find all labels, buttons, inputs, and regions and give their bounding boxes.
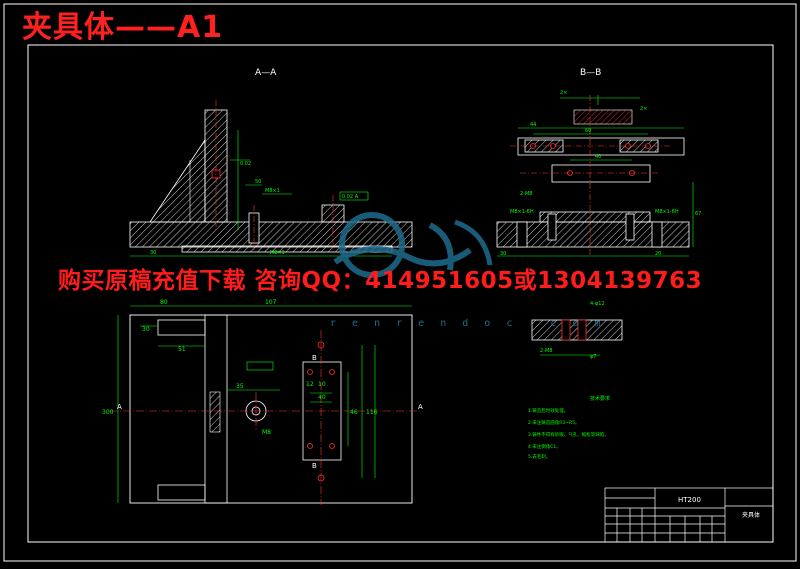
svg-text:2×: 2× [640, 106, 647, 112]
note-item: 3.铸件不得有砂眼、气孔、缩松等缺陷。 [528, 431, 609, 438]
svg-text:4-φ12: 4-φ12 [590, 301, 605, 307]
inner-frame [27, 44, 774, 543]
svg-text:40: 40 [595, 154, 601, 160]
section-aa-label: A—A [255, 68, 277, 78]
cut-a-left: A [117, 403, 122, 411]
svg-text:50: 50 [255, 179, 261, 185]
svg-text:M8×1-6H: M8×1-6H [655, 209, 679, 215]
svg-text:30: 30 [500, 251, 506, 257]
svg-text:2-M8: 2-M8 [520, 191, 532, 197]
svg-text:φ7: φ7 [590, 354, 596, 360]
dim-10: 10 [318, 381, 326, 388]
svg-text:20: 20 [655, 251, 661, 257]
cut-b-bottom: B [312, 462, 317, 470]
svg-text:67: 67 [695, 211, 701, 217]
note-item: 1.铸造后时效处理。 [528, 407, 568, 414]
promo-watermark: 购买原稿充值下载 咨询QQ：414951605或1304139763 [58, 268, 703, 294]
watermark-logo [333, 212, 493, 278]
svg-text:0.02: 0.02 [240, 161, 251, 167]
title-block [604, 487, 774, 543]
svg-text:2-M8: 2-M8 [540, 348, 552, 354]
dim-height: 300 [102, 409, 114, 416]
dim-12: 12 [306, 381, 314, 388]
svg-text:2×: 2× [560, 90, 567, 96]
hole-label: M8 [262, 429, 271, 436]
plan-view: 80 107 300 30 51 35 40 12 10 46 116 M8 A… [102, 299, 423, 505]
section-aa-view: A—A 30 M8×1 0.02 50 [129, 68, 413, 257]
part-name-text: 夹具体 [742, 511, 760, 519]
material-text: HT200 [678, 496, 701, 504]
svg-text:0.02 A: 0.02 A [342, 194, 359, 200]
dim-top-left: 80 [160, 299, 168, 306]
note-item: 2.未注铸造圆角R3~R5。 [528, 419, 580, 426]
section-bb-label: B—B [580, 68, 601, 78]
svg-text:60: 60 [585, 128, 591, 134]
drawing-title: 夹具体——A1 [22, 10, 224, 45]
svg-text:44: 44 [530, 122, 536, 128]
notes-heading: 技术要求 [590, 395, 610, 402]
dim-116: 116 [366, 409, 378, 416]
svg-text:M8×1: M8×1 [270, 250, 285, 256]
dim-46: 46 [350, 409, 358, 416]
dim-top-right: 107 [265, 299, 277, 306]
site-url-watermark: r e n r e n d o c . c o m [330, 318, 606, 329]
cut-a-right: A [418, 403, 423, 411]
svg-text:M8×1-6H: M8×1-6H [510, 209, 534, 215]
outer-frame [3, 3, 797, 562]
note-item: 5.去毛刺。 [528, 453, 550, 460]
dim-35: 35 [236, 383, 244, 390]
dim-40: 40 [318, 394, 326, 401]
cut-b-top: B [312, 354, 317, 362]
svg-text:30: 30 [150, 250, 156, 256]
note-item: 4.未注倒角C1。 [528, 443, 561, 450]
section-bb-view: B—B 4 [496, 68, 701, 360]
technical-notes: 技术要求 1.铸造后时效处理。 2.未注铸造圆角R3~R5。 3.铸件不得有砂眼… [528, 395, 610, 460]
dim-30: 30 [142, 326, 150, 333]
dim-51: 51 [178, 346, 186, 353]
svg-text:M8×1: M8×1 [265, 188, 280, 194]
